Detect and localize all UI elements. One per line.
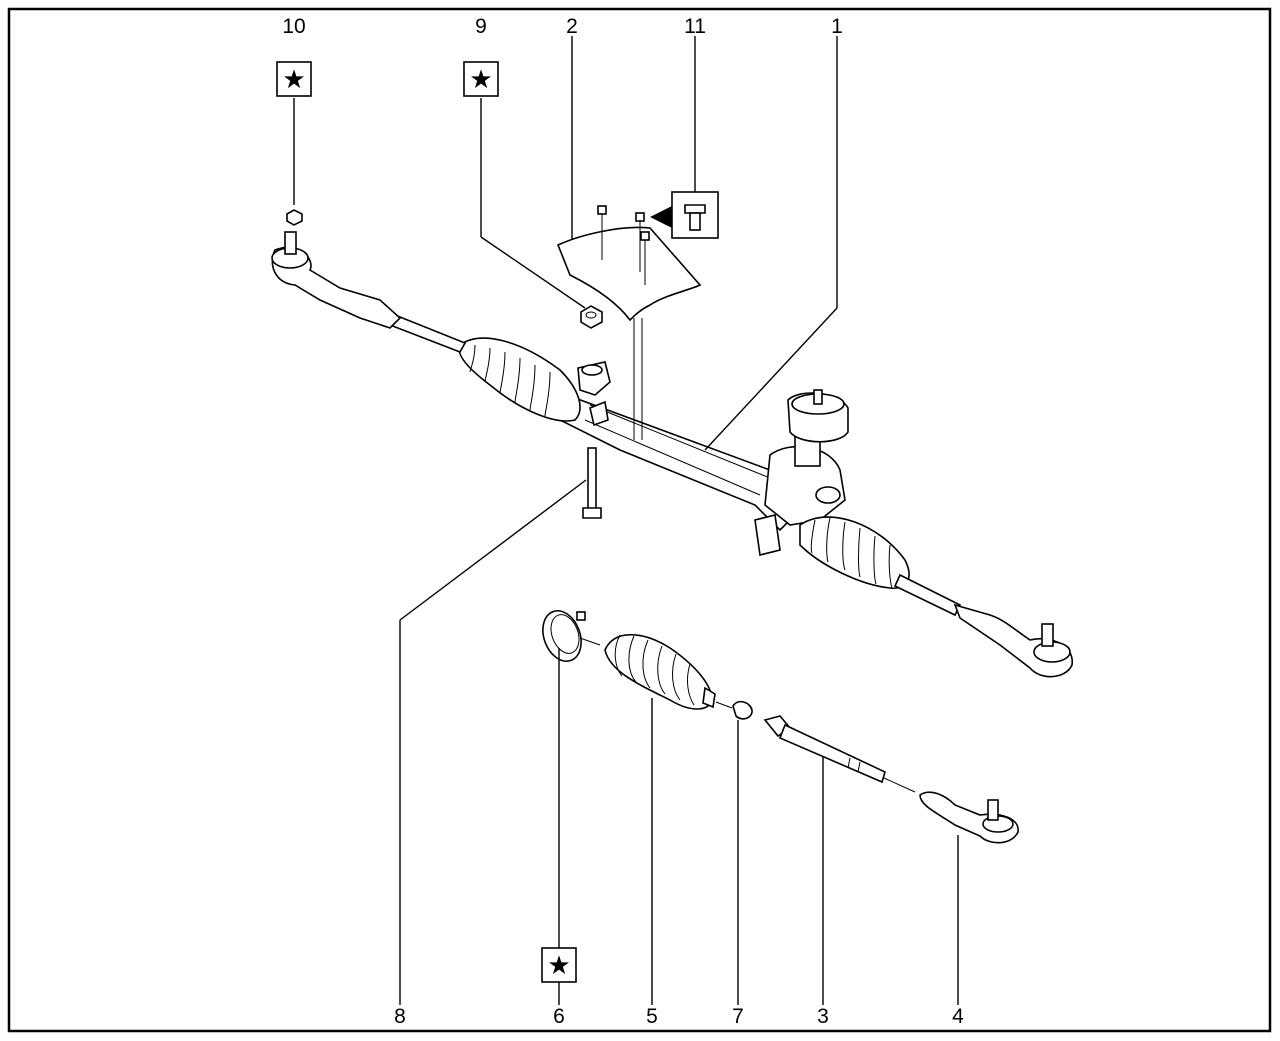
callout-6: 6 — [553, 1005, 565, 1028]
callout-7: 7 — [732, 1005, 744, 1028]
callout-2: 2 — [566, 15, 578, 38]
outer-tie-rod-end — [919, 791, 1019, 844]
callout-5: 5 — [646, 1005, 658, 1028]
star-icon: ★ — [547, 951, 570, 981]
steering-rack-assembly — [271, 231, 1073, 678]
leader-line-8b — [399, 479, 587, 621]
boot-clip — [715, 700, 753, 720]
star-box-10: ★ — [276, 61, 312, 97]
star-icon: ★ — [282, 65, 305, 95]
callout-8: 8 — [394, 1005, 406, 1028]
star-icon: ★ — [469, 65, 492, 95]
steering-boot — [604, 633, 716, 710]
star-box-9: ★ — [463, 61, 499, 97]
heat-shield — [556, 205, 702, 440]
callout-1: 1 — [831, 15, 843, 38]
rack-mounting-nut — [580, 305, 603, 329]
boot-clamp — [542, 610, 601, 662]
callout-4: 4 — [952, 1005, 964, 1028]
diagram-frame — [7, 7, 1272, 1033]
callout-3: 3 — [817, 1005, 829, 1028]
callout-10: 10 — [282, 15, 305, 38]
callout-11: 11 — [684, 15, 706, 38]
rack-mounting-bolt — [582, 447, 602, 519]
tie-rod-end-nut — [286, 209, 303, 226]
star-box-6: ★ — [541, 947, 577, 983]
leader-line-1b — [704, 307, 838, 451]
flange-bolt-icon — [650, 191, 719, 239]
leader-line-9b — [480, 236, 586, 309]
callout-9: 9 — [475, 15, 487, 38]
inner-tie-rod — [763, 715, 916, 793]
